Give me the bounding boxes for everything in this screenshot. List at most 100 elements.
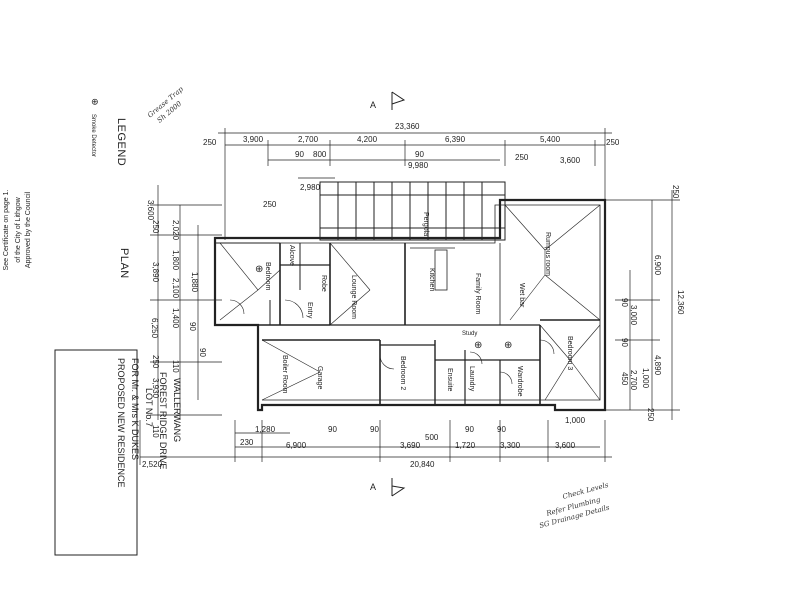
dim-bottom-5: 3,690 [400, 441, 421, 450]
title-block-frame [54, 349, 138, 556]
dim-bottom-1: 2,520 [142, 460, 163, 469]
section-marker-bottom-label: A [370, 482, 376, 492]
title-line-1: PROPOSED NEW RESIDENCE [116, 358, 126, 488]
plan-label-group: PLAN [118, 248, 130, 279]
dim-right-1: 250 [671, 185, 680, 199]
smoke-detector-icon: ⊕ [255, 264, 263, 275]
handwritten-note-bottom: SG Drainage Details Refer Plumbing Check… [538, 481, 610, 530]
room-garage: Garage [316, 366, 323, 389]
dim-top-7: 250 [606, 138, 620, 147]
dim-bottom-sub-1: 1,280 [255, 425, 276, 434]
room-pergola: Pergola [422, 212, 429, 236]
dim-left-7: 1,880 [190, 272, 199, 293]
approval-line-1: Approved by the Council [25, 191, 32, 268]
approval-line-3: See Certificate on page 1. [3, 189, 10, 270]
dim-left-8: 1,400 [171, 308, 180, 329]
smoke-detector-label: Smoke Detector [90, 114, 96, 157]
dim-right-6: 1,000 [641, 368, 650, 389]
dim-right-8: 90 [620, 298, 629, 307]
title-line-2: FOR Mr. & Mrs K DUKES [130, 358, 140, 460]
dim-top-sub-6: 3,600 [560, 156, 581, 165]
room-robe: Robe [320, 275, 327, 292]
dim-bottom-sub-3: 500 [425, 433, 439, 442]
room-boiler: Boiler Room [281, 355, 288, 394]
legend: LEGEND [115, 118, 127, 166]
room-ensuite: Ensuite [446, 368, 453, 391]
smoke-detector-icon: ⊕ [90, 98, 100, 106]
room-study: Study [462, 331, 477, 337]
dim-right-10: 450 [620, 372, 629, 386]
dim-top-sub-2: 800 [313, 150, 327, 159]
room-rumpus: Rumpus room [544, 232, 551, 276]
dim-top-sub-7: 2,980 [300, 183, 321, 192]
dim-bottom-2: 230 [240, 438, 254, 447]
dim-left-14: 90 [188, 322, 197, 331]
dim-left-13: 110 [151, 425, 160, 438]
section-marker-top: A [370, 91, 406, 110]
dim-left-11: 250 [151, 355, 160, 369]
dim-right-4: 4,890 [653, 355, 662, 376]
approval-stamp: Approved by the Council of the City of L… [3, 189, 32, 270]
room-laundry: Laundry [468, 366, 475, 392]
dim-left-12: 3,930 [151, 378, 160, 399]
room-family: Family Room [474, 273, 481, 314]
dimension-lines-top [218, 128, 612, 240]
section-marker-bottom: A [370, 478, 406, 497]
note-bottom-3: Check Levels [562, 481, 610, 501]
room-entry: Entry [306, 302, 313, 319]
dim-right-overall: 12,360 [676, 290, 685, 315]
dim-right-7: 250 [646, 408, 655, 422]
plan-label: PLAN [118, 248, 130, 279]
dim-left-3: 2,020 [171, 220, 180, 241]
room-bedroom: Bedroom [264, 262, 271, 291]
dim-top-1: 250 [203, 138, 217, 147]
room-kitchen: Kitchen [428, 268, 435, 291]
dim-bottom-4: 90 [370, 425, 379, 434]
dim-bottom-3: 6,900 [286, 441, 307, 450]
dim-left-10: 110 [171, 360, 180, 373]
dim-right-2: 6,900 [653, 255, 662, 276]
dim-left-1: 3,600 [146, 200, 155, 221]
title-block: PROPOSED NEW RESIDENCE FOR Mr. & Mrs K D… [116, 358, 182, 488]
dim-left-6: 2,100 [171, 278, 180, 299]
legend-heading: LEGEND [115, 118, 127, 166]
dim-bottom-overall: 20,840 [410, 460, 435, 469]
room-bedroom-3: Bedroom 3 [566, 336, 573, 370]
dim-bottom-6: 1,720 [455, 441, 476, 450]
room-wardrobe: Wardrobe [516, 366, 523, 397]
section-marker-top-label: A [370, 100, 376, 110]
dim-right-5: 2,700 [629, 370, 638, 391]
dim-right-group: 250 6,900 12,360 3,000 4,890 2,700 1,000… [620, 185, 685, 422]
smoke-detector-legend: ⊕ Smoke Detector [90, 98, 100, 157]
room-lounge: Lounge Room [350, 275, 357, 319]
dim-right-9: 90 [620, 338, 629, 347]
dim-top-2: 3,900 [243, 135, 264, 144]
dim-left-4: 1,800 [171, 250, 180, 271]
dim-top-sub-3: 90 [415, 150, 424, 159]
dim-top-sub-1: 90 [295, 150, 304, 159]
title-line-5: WALLERWANG [172, 378, 182, 442]
title-line-3: LOT No.7 [144, 388, 154, 427]
dim-bottom-sub-5: 90 [497, 425, 506, 434]
dim-top-6: 5,400 [540, 135, 561, 144]
dimension-lines-right [605, 190, 680, 420]
dimension-lines-bottom [139, 420, 612, 465]
room-alcove: Alcove [288, 245, 295, 266]
dim-bottom-sub-6: 1,000 [565, 416, 586, 425]
room-wet-bar: Wet bar [518, 283, 525, 308]
dim-bottom-sub-2: 90 [328, 425, 337, 434]
dim-top-overall: 23,360 [395, 122, 420, 131]
dim-top-sub-4: 9,980 [408, 161, 429, 170]
dim-left-5: 3,890 [151, 262, 160, 283]
dim-top-sub-8: 250 [263, 200, 277, 209]
dim-left-9: 6,250 [150, 318, 159, 339]
dim-left-2: 250 [151, 220, 160, 234]
dim-right-3: 3,000 [629, 305, 638, 326]
room-labels: Bedroom Lounge Room Kitchen Family Room … [264, 212, 573, 397]
dim-bottom-sub-4: 90 [465, 425, 474, 434]
dim-bottom-7: 3,300 [500, 441, 521, 450]
section-arrow-top-icon [391, 91, 406, 110]
dim-top-4: 4,200 [357, 135, 378, 144]
smoke-detector-icon: ⊕ [504, 340, 512, 351]
